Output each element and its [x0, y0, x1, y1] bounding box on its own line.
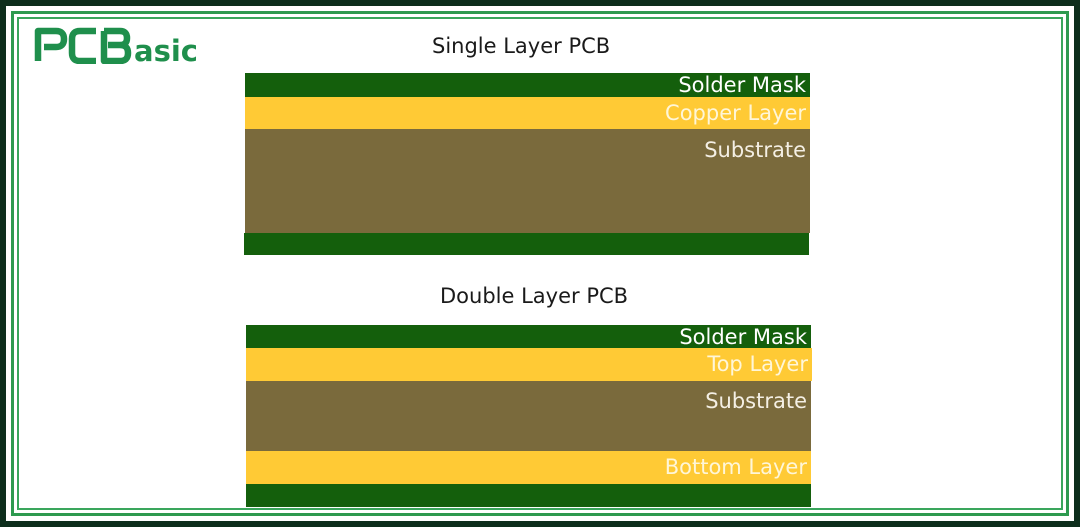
single-layer-stack: Solder Mask Copper Layer Substrate — [244, 73, 810, 255]
single-substrate-layer: Substrate — [245, 129, 810, 233]
double-substrate-label: Substrate — [705, 389, 807, 413]
double-top-layer-label: Top Layer — [707, 352, 808, 376]
double-solder-mask-label: Solder Mask — [679, 325, 807, 349]
inner-frame-line-2 — [17, 17, 1063, 510]
double-bottom-layer: Bottom Layer — [246, 451, 811, 484]
single-layer-title: Single Layer PCB — [432, 34, 611, 58]
double-layer-stack: Solder Mask Top Layer Substrate Bottom L… — [246, 325, 812, 507]
single-solder-mask-label: Solder Mask — [678, 73, 806, 97]
double-top-layer: Top Layer — [246, 348, 812, 381]
logo-wordmark: asic — [134, 34, 198, 64]
double-bottom-mask-layer — [246, 484, 811, 507]
single-bottom-mask-layer — [244, 233, 809, 255]
single-solder-mask-layer: Solder Mask — [245, 73, 810, 97]
single-substrate-label: Substrate — [704, 138, 806, 162]
double-layer-title: Double Layer PCB — [440, 284, 629, 308]
single-copper-layer: Copper Layer — [245, 97, 810, 129]
pcbasic-logo: asic — [34, 26, 224, 64]
inner-frame-line — [11, 11, 1069, 516]
double-substrate-layer: Substrate — [246, 381, 811, 451]
double-solder-mask-layer: Solder Mask — [246, 325, 811, 348]
single-copper-label: Copper Layer — [665, 101, 806, 125]
pcbasic-logo-icon: asic — [34, 27, 198, 64]
double-bottom-layer-label: Bottom Layer — [664, 455, 807, 479]
